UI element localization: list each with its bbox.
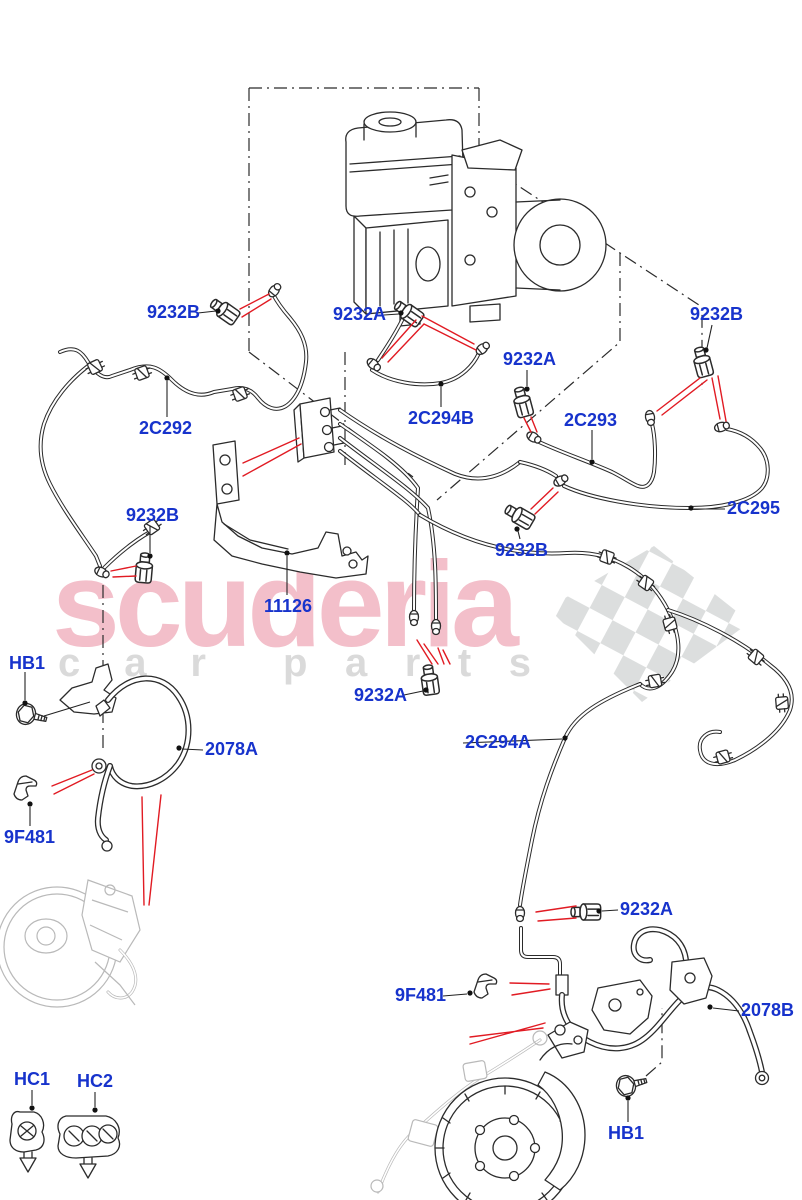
clip-hc2	[57, 1115, 121, 1179]
part-label-hc2: HC2	[77, 1071, 114, 1091]
part-label-2c294b: 2C294B	[408, 408, 475, 428]
part-label-hc1: HC1	[14, 1069, 51, 1089]
part-label-2078b: 2078B	[741, 1000, 795, 1020]
brake-disc-front	[434, 1021, 589, 1200]
bracket-11126	[212, 440, 369, 579]
part-label-hb1-bottom: HB1	[608, 1123, 645, 1143]
part-label-9232a-top-1: 9232A	[333, 304, 387, 324]
pipe-2c293	[524, 409, 658, 489]
nut-9232a-top-2	[510, 384, 535, 420]
part-label-9f481-right: 9F481	[395, 985, 447, 1005]
callouts	[22, 308, 740, 1122]
part-label-2078a: 2078A	[205, 739, 259, 759]
part-label-11126: 11126	[264, 596, 313, 616]
sensor-harness-ghost	[370, 1030, 548, 1194]
pipe-2c295	[518, 419, 770, 510]
part-label-9232a-low: 9232A	[620, 899, 674, 919]
part-label-9232a-top-2: 9232A	[503, 349, 557, 369]
hose-2078b	[473, 926, 770, 1086]
nut-9232b-mid	[501, 500, 537, 532]
junction-block	[293, 397, 345, 463]
brake-disc-ghost-top-left	[0, 879, 141, 1008]
pipe-2c294a	[418, 513, 794, 976]
hose-2078a	[13, 663, 192, 852]
part-label-2c295: 2C295	[727, 498, 781, 518]
abs-module	[345, 111, 607, 327]
part-label-9232a-mid: 9232A	[354, 685, 408, 705]
pipe-2c292	[38, 280, 309, 581]
part-label-2c293: 2C293	[564, 410, 618, 430]
checkered-flag	[548, 546, 750, 702]
nut-9232b-top-left	[206, 294, 242, 327]
nut-9232b-top-right	[690, 344, 715, 380]
part-label-hb1-left: HB1	[9, 653, 46, 673]
part-label-9232b-left: 9232B	[126, 505, 180, 525]
watermark-secondary-right: p a r t s	[283, 641, 531, 685]
part-label-9232b-top-left: 9232B	[147, 302, 201, 322]
red-leaders	[51, 293, 727, 1045]
clip-hc1	[9, 1110, 45, 1173]
bolt-hb1-bottom	[613, 1069, 650, 1100]
part-label-2c292: 2C292	[139, 418, 193, 438]
part-label-9f481-left: 9F481	[4, 827, 56, 847]
part-label-9232b-mid: 9232B	[495, 540, 549, 560]
pipe-bundle	[338, 408, 522, 636]
part-label-2c294a: 2C294A	[465, 732, 532, 752]
part-label-9232b-top-right: 9232B	[690, 304, 744, 324]
